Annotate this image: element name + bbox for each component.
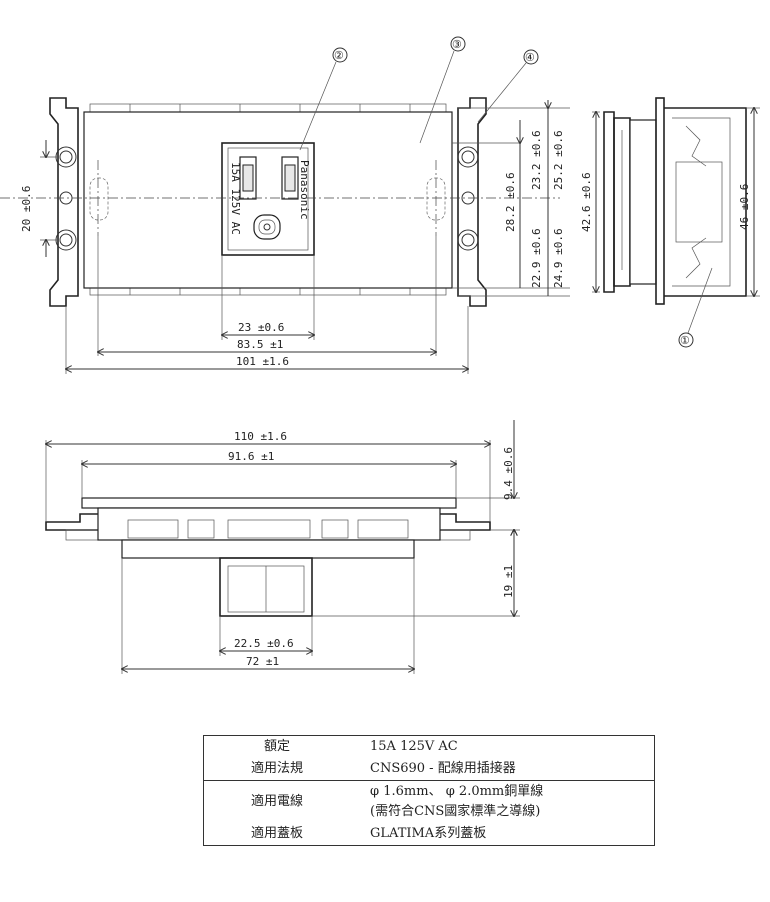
spec-value: CNS690 - 配線用插接器	[370, 761, 516, 776]
spec-row-rating: 額定 15A 125V AC	[204, 736, 655, 759]
screw-icon	[457, 146, 479, 251]
dim-83-5: 83.5 ±1	[237, 338, 283, 351]
brand-mark: Panasonic	[298, 160, 311, 220]
spec-label: 額定	[263, 739, 290, 754]
spec-value: GLATIMA系列蓋板	[370, 826, 487, 841]
dim-101: 101 ±1.6	[236, 355, 289, 368]
dim-91-6: 91.6 ±1	[228, 450, 274, 463]
spec-label: 適用法規	[250, 761, 303, 776]
spec-value: 15A 125V AC	[370, 739, 458, 754]
dim-28-2: 28.2 ±0.6	[504, 172, 517, 232]
callout-1: ①	[680, 334, 690, 347]
spec-label: 適用電線	[203, 780, 350, 823]
spec-label: 適用蓋板	[250, 826, 303, 841]
dim-23: 23 ±0.6	[238, 321, 284, 334]
dim-72: 72 ±1	[246, 655, 279, 668]
screw-icon	[55, 146, 77, 251]
spec-table: 額定 15A 125V AC 適用法規 CNS690 - 配線用插接器 適用電線…	[203, 735, 655, 846]
spec-value-line: φ 1.6mm、 φ 2.0mm銅單線	[370, 784, 544, 799]
spec-row-wire: 適用電線 φ 1.6mm、 φ 2.0mm銅單線 (需符合CNS國家標準之導線)	[203, 780, 655, 823]
dim-46: 46 ±0.6	[738, 184, 751, 230]
dim-22-5: 22.5 ±0.6	[234, 637, 294, 650]
dim-24-9: 24.9 ±0.6	[552, 228, 565, 288]
spec-value: φ 1.6mm、 φ 2.0mm銅單線 (需符合CNS國家標準之導線)	[350, 780, 655, 823]
dim-110: 110 ±1.6	[234, 430, 287, 443]
dim-23-2: 23.2 ±0.6	[530, 130, 543, 190]
spec-value-line: (需符合CNS國家標準之導線)	[370, 804, 541, 819]
dim-9-4: 9.4 ±0.6	[502, 447, 515, 500]
spec-row-standard: 適用法規 CNS690 - 配線用插接器	[204, 758, 655, 781]
side-view: 42.6 ±0.6 46 ±0.6 ①	[580, 97, 760, 348]
technical-drawing: Panasonic 15A 125V AC 20 ±0.6 23.2 ±0.6 …	[0, 36, 760, 674]
spec-row-cover: 適用蓋板 GLATIMA系列蓋板	[204, 823, 655, 846]
rating-mark: 15A 125V AC	[229, 162, 242, 235]
dim-19: 19 ±1	[502, 565, 515, 598]
callout-2: ②	[334, 49, 344, 62]
dim-42-6: 42.6 ±0.6	[580, 172, 593, 232]
bottom-view: 110 ±1.6 91.6 ±1 9.4 ±0.6 19 ±1 22.5 ±0.…	[46, 420, 520, 674]
callout-4: ④	[525, 51, 535, 64]
front-view: Panasonic 15A 125V AC 20 ±0.6 23.2 ±0.6 …	[0, 36, 570, 374]
dim-25-2: 25.2 ±0.6	[552, 130, 565, 190]
dim-22-9: 22.9 ±0.6	[530, 228, 543, 288]
callout-3: ③	[452, 38, 462, 51]
dim-20: 20 ±0.6	[20, 186, 33, 232]
